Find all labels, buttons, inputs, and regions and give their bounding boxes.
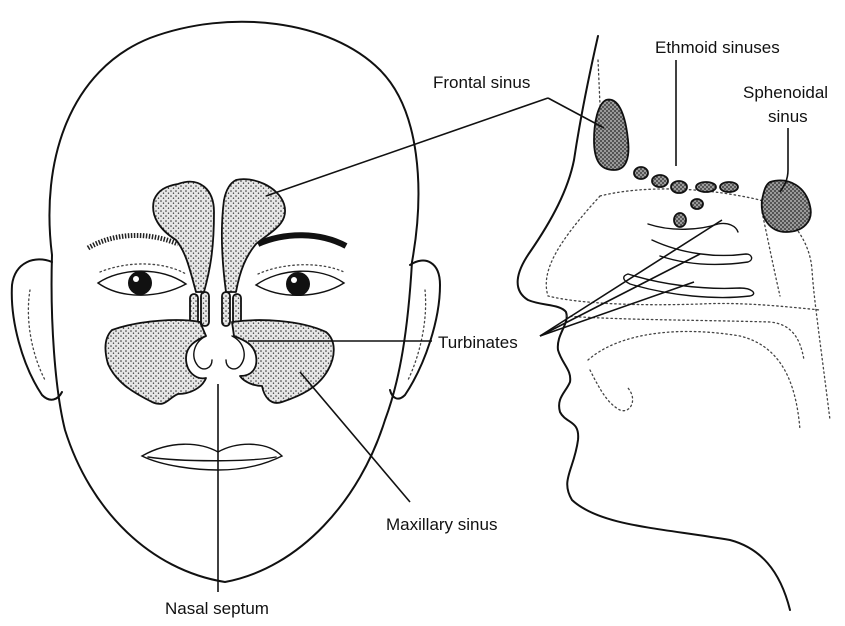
left-ear: [12, 259, 62, 399]
maxillary-sinus-right: [232, 320, 334, 403]
frontal-sinus-side: [594, 100, 628, 170]
ethmoid-cells-side: [634, 167, 738, 227]
leader-turbinates-1: [540, 220, 722, 336]
label-sphenoidal-line2: sinus: [768, 107, 808, 126]
label-ethmoid-sinuses: Ethmoid sinuses: [655, 38, 780, 57]
mouth: [142, 444, 282, 470]
hard-palate: [566, 316, 804, 360]
label-frontal-sinus: Frontal sinus: [433, 73, 530, 92]
tongue: [588, 331, 800, 430]
label-nasal-septum: Nasal septum: [165, 599, 269, 618]
leader-turbinates-2: [540, 254, 700, 336]
profile-outline: [518, 36, 790, 610]
label-sphenoidal-line1: Sphenoidal: [743, 83, 828, 102]
leader-frontal-sinus-side: [548, 98, 604, 128]
left-eye: [98, 264, 186, 295]
maxillary-sinus-left: [105, 320, 206, 404]
turbinate-front-right: [226, 336, 244, 369]
sphenoidal-sinus-side: [762, 180, 811, 232]
label-turbinates: Turbinates: [438, 333, 518, 352]
left-eyebrow: [88, 235, 178, 248]
label-maxillary-sinus: Maxillary sinus: [386, 515, 497, 534]
right-eye: [256, 265, 344, 296]
right-eyebrow: [258, 235, 346, 246]
